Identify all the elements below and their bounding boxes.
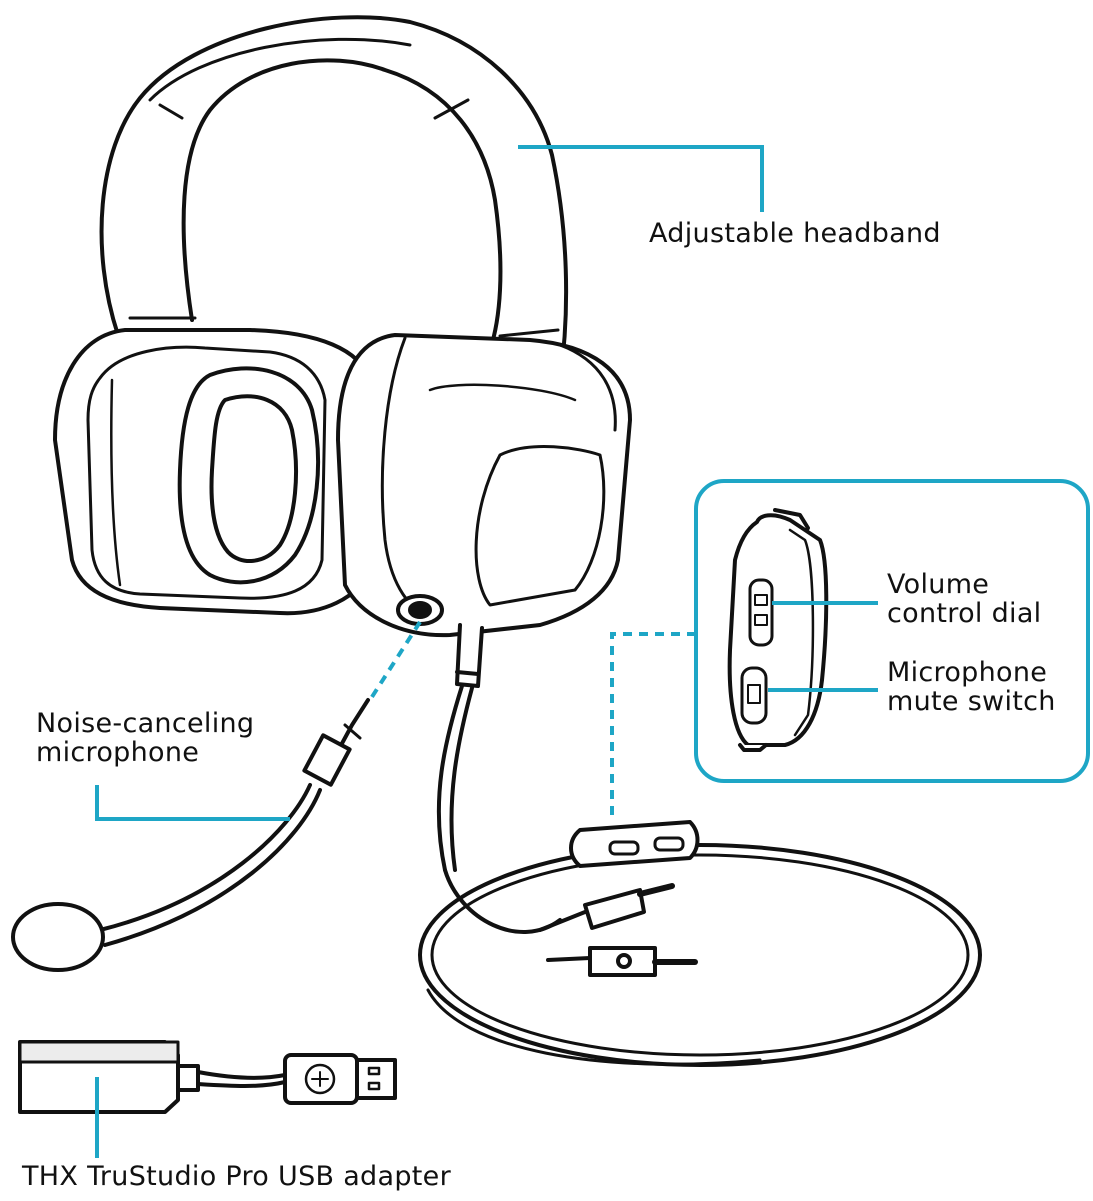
volume-label-line1: Volume: [887, 569, 990, 600]
inset-connector: [610, 632, 696, 822]
mic-leader: [95, 785, 290, 821]
volume-label-line2: control dial: [887, 598, 1042, 629]
inline-remote: [569, 820, 700, 868]
volume-dial-label: Volume control dial: [887, 570, 1041, 628]
mute-label-line2: mute switch: [887, 686, 1056, 717]
left-earcup: [53, 328, 374, 616]
headband: [99, 15, 569, 382]
audio-plugs: [538, 883, 698, 977]
detail-inset-box: [694, 479, 1090, 783]
headband-leader: [518, 145, 764, 212]
headset-cable: [418, 684, 982, 1067]
headband-label: Adjustable headband: [649, 219, 941, 248]
right-earcup: [336, 333, 632, 688]
mic-label-line1: Noise-canceling: [36, 708, 255, 739]
usb-trident-icon: [311, 1071, 329, 1087]
callout-lines: [95, 145, 1090, 1158]
headband-label-text: Adjustable headband: [649, 218, 941, 249]
remote-detail: [727, 508, 829, 752]
mute-label-line1: Microphone: [887, 657, 1048, 688]
mic-label-line2: microphone: [36, 737, 200, 768]
usb-adapter: [18, 1040, 397, 1114]
usb-adapter-label: THX TruStudio Pro USB adapter: [22, 1162, 451, 1191]
boom-microphone: [11, 698, 370, 972]
usb-label-text: THX TruStudio Pro USB adapter: [22, 1161, 451, 1192]
microphone-label: Noise-canceling microphone: [36, 709, 254, 767]
mute-switch-label: Microphone mute switch: [887, 658, 1056, 716]
